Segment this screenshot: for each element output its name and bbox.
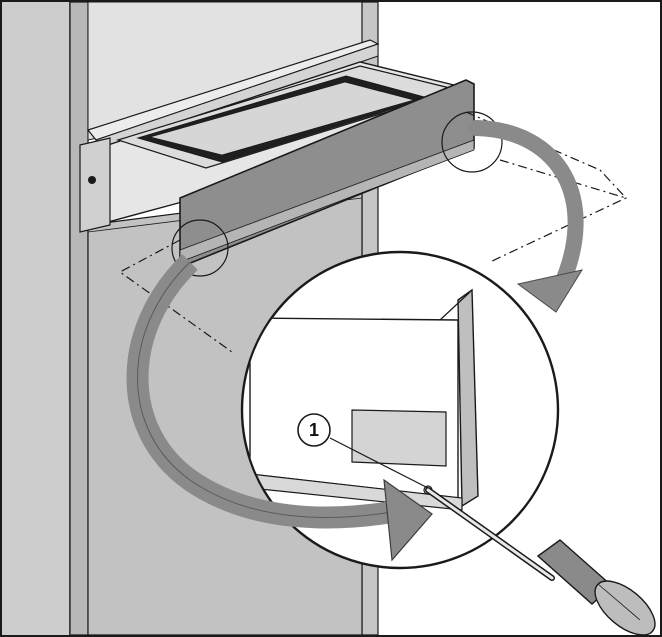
curved-arrow-right-shaft bbox=[468, 120, 584, 296]
magnified-detail-content bbox=[249, 288, 479, 511]
callout-number: 1 bbox=[309, 420, 319, 440]
drawer-glass bbox=[148, 81, 416, 156]
curved-arrow-right-head bbox=[516, 269, 584, 313]
left-wall bbox=[2, 2, 70, 635]
callout-1: 1 bbox=[297, 413, 331, 447]
detail-circle-right-corner bbox=[441, 111, 503, 173]
curved-arrow-left-head bbox=[383, 478, 433, 562]
cabinet-side-panel bbox=[69, 1, 89, 636]
mounting-bracket bbox=[79, 137, 111, 233]
panel-edge bbox=[457, 288, 479, 508]
type-plate bbox=[351, 409, 447, 467]
screwdriver bbox=[425, 487, 656, 636]
detail-circle-left-corner bbox=[171, 219, 229, 277]
bracket-screw-hole bbox=[88, 176, 96, 184]
callout-leader-line bbox=[329, 437, 429, 489]
callout-circle bbox=[297, 413, 331, 447]
